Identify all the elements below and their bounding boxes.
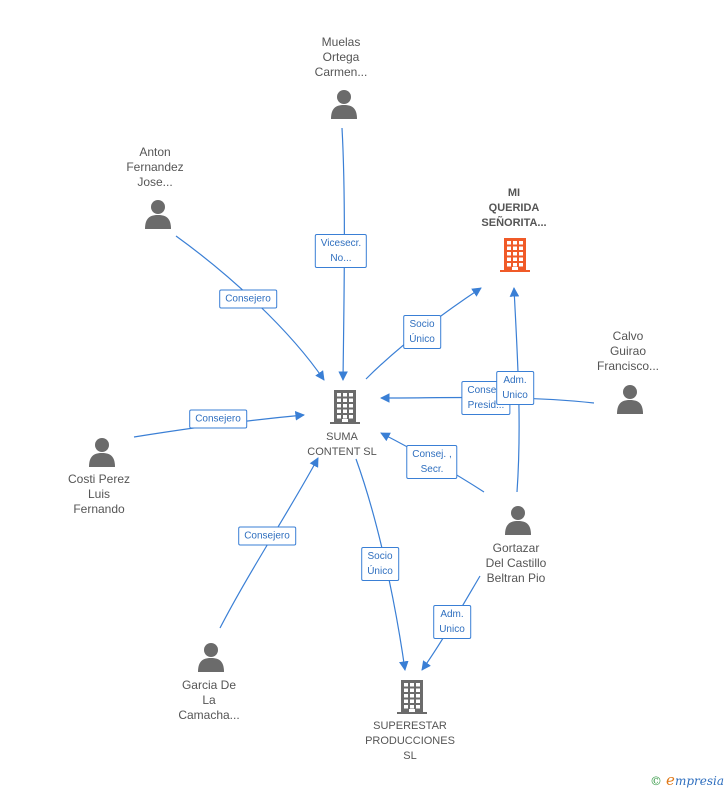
building-icon-miquerida[interactable] (500, 238, 530, 277)
node-label-superestar[interactable]: SUPERESTAR PRODUCCIONES SL (365, 720, 455, 762)
node-label-miquerida[interactable]: MI QUERIDA SEÑORITA... (481, 187, 547, 229)
edge-label-costi-to-suma[interactable]: Consejero (189, 409, 247, 429)
edge-label-muelas-to-suma[interactable]: Vicesecr. No... (314, 234, 368, 268)
person-icon-calvo[interactable] (616, 384, 644, 419)
empresia-logo-initial: e (666, 771, 675, 789)
node-label-gortazar[interactable]: Gortazar Del Castillo Beltran Pio (485, 541, 547, 585)
empresia-brand[interactable]: ©empresia (650, 771, 724, 789)
person-icon-garcia[interactable] (197, 642, 225, 677)
node-label-garcia[interactable]: Garcia De La Camacha... (178, 678, 240, 722)
copyright-symbol: © (650, 774, 663, 788)
edge-label-gortazar-to-miquerida[interactable]: Adm. Unico (496, 371, 534, 405)
person-icon-costi[interactable] (88, 437, 116, 472)
node-label-anton[interactable]: Anton Fernandez Jose... (126, 145, 184, 189)
person-icon-anton[interactable] (144, 199, 172, 234)
edge-label-suma-to-miquerida[interactable]: Socio Único (403, 315, 441, 349)
person-icon-muelas[interactable] (330, 89, 358, 124)
empresia-logo-name: mpresia (674, 774, 724, 788)
building-icon-suma[interactable] (330, 390, 360, 429)
edge-label-gortazar-to-suma[interactable]: Consej. , Secr. (406, 445, 458, 479)
edge-label-gortazar-to-superestar[interactable]: Adm. Unico (433, 605, 471, 639)
edge-label-anton-to-suma[interactable]: Consejero (219, 289, 277, 309)
node-label-muelas[interactable]: Muelas Ortega Carmen... (314, 35, 368, 79)
node-label-calvo[interactable]: Calvo Guirao Francisco... (596, 329, 660, 373)
edge-label-suma-to-superestar[interactable]: Socio Único (361, 547, 399, 581)
edge-label-garcia-to-suma[interactable]: Consejero (238, 526, 296, 546)
building-icon-superestar[interactable] (397, 680, 427, 719)
node-label-costi[interactable]: Costi Perez Luis Fernando (67, 472, 131, 516)
person-icon-gortazar[interactable] (504, 505, 532, 540)
node-label-suma[interactable]: SUMA CONTENT SL (307, 431, 377, 458)
